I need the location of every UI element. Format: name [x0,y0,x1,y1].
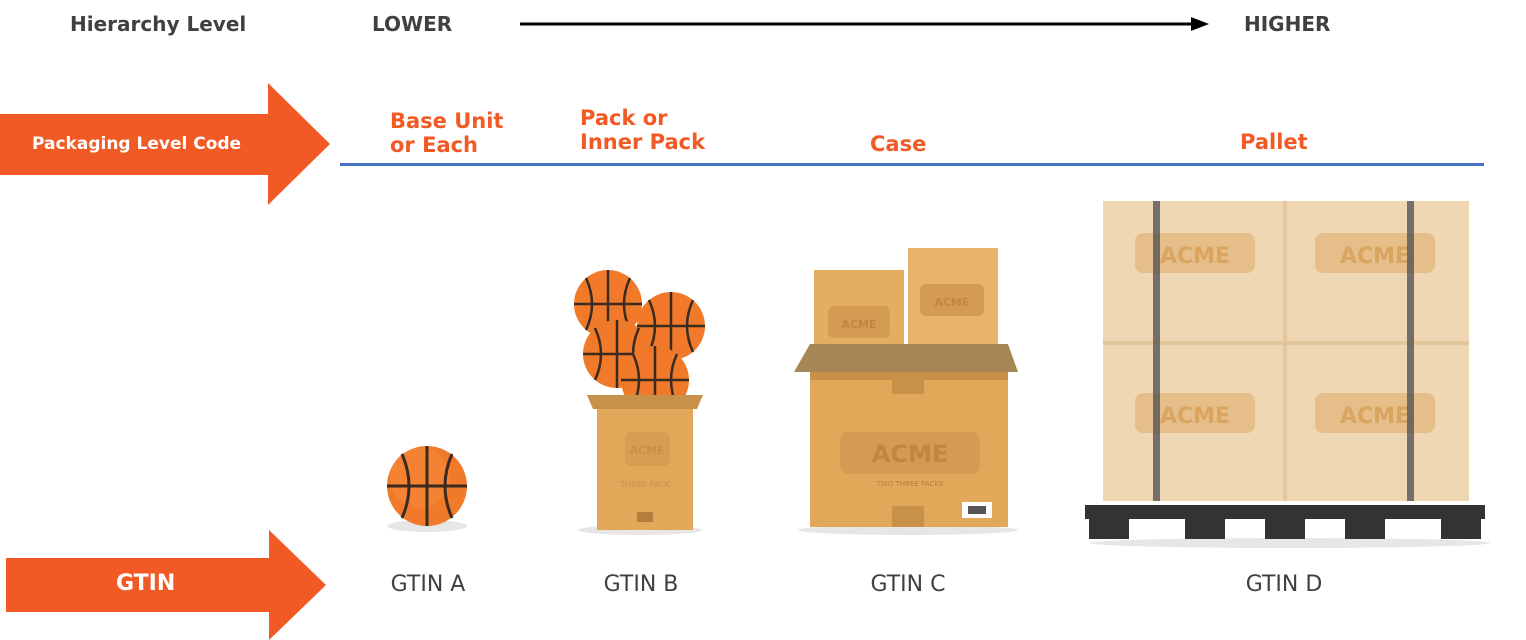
level-label-pallet: Pallet [1240,130,1308,154]
basketball-icon [387,446,467,532]
inner-pack-icon: ACME THREE-PACK [572,268,707,535]
pallet-brand-1: ACME [1160,244,1230,269]
gtin-d-label: GTIN D [1245,572,1323,597]
case-pack1-brand: ACME [841,318,876,331]
pallet-brand-4: ACME [1340,404,1410,429]
gtin-c-label: GTIN C [870,572,946,597]
packaging-level-arrow [0,83,330,205]
case-brand: ACME [872,440,948,468]
inner-pack-box-text: THREE-PACK [619,480,671,489]
packaging-level-code-label: Packaging Level Code [32,134,242,154]
gtin-a-label: GTIN A [390,572,466,597]
gtin-b-label: GTIN B [603,572,679,597]
case-box-icon: ACME ACME ACME TWO THREE PACKS [794,248,1018,535]
pallet-icon: ACME ACME ACME ACME [1085,201,1490,548]
lower-label: LOWER [372,12,453,36]
case-box-text: TWO THREE PACKS [876,480,944,488]
case-pack2-brand: ACME [934,296,969,309]
pallet-brand-3: ACME [1160,404,1230,429]
pallet-brand-2: ACME [1340,244,1410,269]
level-label-case: Case [870,132,927,156]
higher-label: HIGHER [1244,12,1331,36]
gtin-arrow-label: GTIN [116,571,176,596]
gtin-arrow [6,530,326,640]
hierarchy-level-label: Hierarchy Level [70,12,247,36]
hierarchy-arrow [520,17,1209,31]
level-divider-line [340,163,1484,166]
inner-pack-brand: ACME [629,444,664,457]
